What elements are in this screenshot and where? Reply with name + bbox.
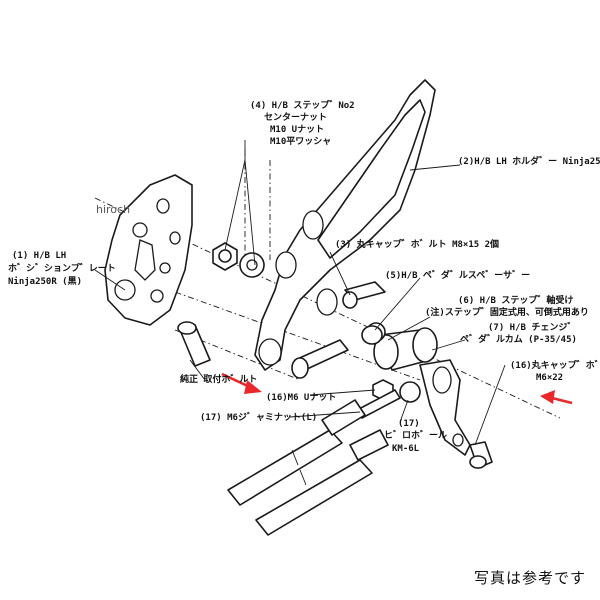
- label-cap-bolt-m8: (3) 丸キャップ゛ホ゛ルト M8×15 2個: [335, 238, 499, 250]
- label-position-plate-line3: Ninja250R (黒): [8, 276, 82, 287]
- label-plate-bolt: 純正 取付ホ゛ルト: [180, 373, 257, 385]
- pedal-spacer-part: [361, 325, 383, 345]
- label-holder: (2)H/B LH ホルダ゛ー Ninja250R: [458, 155, 600, 167]
- label-position-plate-line1: (1) H/B LH: [12, 251, 66, 261]
- label-step-no2-line1: (4) H/B ステップ゛No2: [250, 99, 355, 111]
- holder-hole-top: [302, 210, 324, 240]
- center-nut-part: [212, 242, 265, 278]
- label-position-plate-line2: ホ゛シ゛ションプ゛レート: [8, 262, 116, 274]
- label-change-pedal-line1: (7) H/B チェンジ゛: [488, 321, 576, 333]
- watermark: hiroch: [96, 203, 131, 216]
- label-pillow-ball-line2: ヒ゛ロホ゛ール: [384, 429, 447, 441]
- leader-lines: [94, 140, 506, 446]
- label-step-no2-line4: M10平ワッシャ: [270, 136, 331, 147]
- label-cap-bolt-m6-line2: M6×22: [536, 373, 563, 383]
- highlight-arrow-right: [540, 390, 573, 405]
- m6-nut-part: [356, 379, 421, 419]
- label-pedal-spacer: (5)H/B ペ゛ダ゛ルスペ゛ーサ゛ー: [385, 269, 530, 281]
- label-step-no2-line3: M10 Uナット: [270, 124, 324, 135]
- label-cap-bolt-m6-line1: (16)丸キャップ゛ホ゛ルト: [510, 359, 600, 371]
- pillow-ball-rods: [227, 399, 389, 536]
- label-step-no2-line2: センターナット: [264, 111, 327, 123]
- label-step-shaft-line2: (注)ステップ゛固定式用、可倒式用あり: [425, 306, 589, 318]
- label-m6-jam-nut: (17) M6ジ゛ャミナット(L): [200, 411, 317, 423]
- holder-hole-right: [316, 288, 338, 316]
- holder-hole-bottom: [258, 338, 282, 366]
- plate-bolt-part: [177, 321, 211, 367]
- label-m6-nut: (16)M6 Uナット: [266, 392, 336, 403]
- step-shaft-part: [366, 322, 438, 371]
- holder-hole-mid: [275, 251, 297, 279]
- position-plate-part: [104, 174, 193, 326]
- cap-bolt-m6-part: [469, 441, 493, 469]
- label-pillow-ball-line1: (17): [398, 419, 420, 429]
- label-pillow-ball-line3: KM-6L: [392, 444, 420, 454]
- label-change-pedal-line2: ペ゛ダ゛ルカム (P-35/45): [460, 333, 577, 345]
- reference-caption: 写真は参考です: [473, 569, 586, 587]
- highlight-arrow-left: [221, 372, 262, 394]
- holder-part: [254, 79, 436, 371]
- label-step-shaft-line1: (6) H/B ステップ゛軸受け: [458, 294, 573, 306]
- cap-bolt-m8-part: [291, 281, 386, 379]
